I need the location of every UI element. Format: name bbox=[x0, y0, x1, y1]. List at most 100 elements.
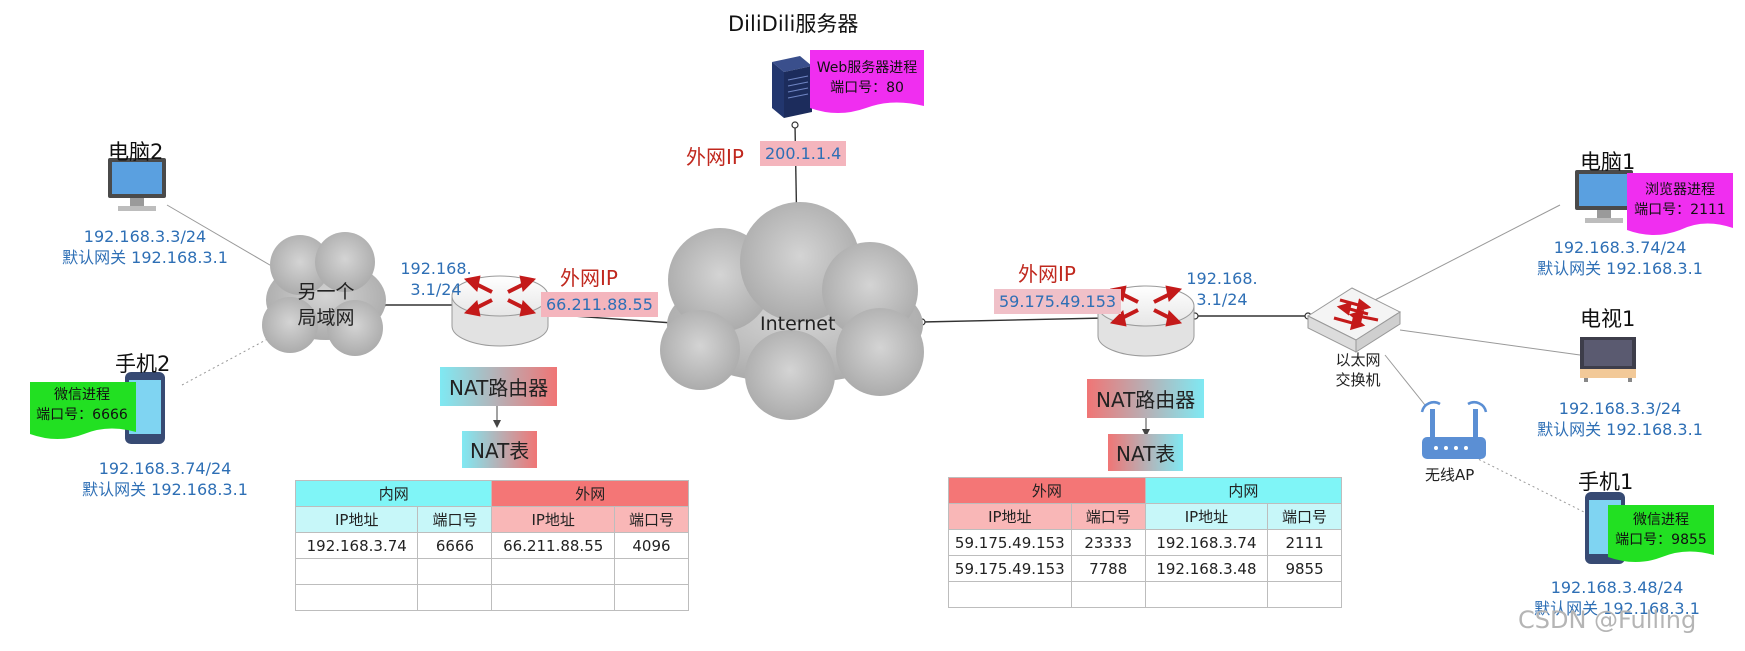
table-cell bbox=[1070, 581, 1146, 608]
right-table-col-lan-port: 端口号 bbox=[1267, 503, 1342, 530]
right-table-group-lan: 内网 bbox=[1144, 477, 1343, 504]
table-row: 192.168.3.74 6666 66.211.88.55 4096 bbox=[294, 532, 690, 559]
left-table-group-wan: 外网 bbox=[491, 480, 689, 507]
pc2-monitor-icon bbox=[108, 158, 166, 211]
server-process-port: 端口号：80 bbox=[830, 80, 904, 96]
table-cell: 59.175.49.153 bbox=[948, 529, 1072, 556]
phone1-ip: 192.168.3.48/24 bbox=[1550, 578, 1684, 597]
left-router-lan-ip: 192.168. 3.1/24 bbox=[396, 258, 476, 300]
pc1-addr: 192.168.3.74/24 默认网关 192.168.3.1 bbox=[1515, 237, 1725, 279]
phone1-process-callout-shape bbox=[1608, 505, 1714, 562]
wireless-ap-icon bbox=[1420, 401, 1488, 459]
right-router-lan-ip-line1: 192.168. bbox=[1186, 269, 1258, 288]
tv1-icon bbox=[1580, 337, 1636, 382]
server-process-callout-shape bbox=[810, 50, 924, 113]
server-title: DiliDili服务器 bbox=[728, 12, 859, 36]
table-row bbox=[294, 558, 690, 585]
pc2-title: 电脑2 bbox=[108, 140, 164, 164]
right-table-col-lan-ip: IP地址 bbox=[1144, 503, 1269, 530]
table-cell: 192.168.3.48 bbox=[1144, 555, 1269, 582]
phone2-process-callout: 微信进程 端口号：6666 bbox=[32, 385, 132, 425]
phone2-process-port: 端口号：6666 bbox=[36, 407, 128, 423]
table-row: 59.175.49.153 23333 192.168.3.74 2111 bbox=[948, 529, 1342, 556]
right-table-col-wan-port: 端口号 bbox=[1070, 503, 1146, 530]
switch-label-line1: 以太网 bbox=[1335, 351, 1381, 369]
pc1-monitor-icon bbox=[1575, 170, 1633, 223]
table-cell: 7788 bbox=[1070, 555, 1146, 582]
right-table-group-wan: 外网 bbox=[948, 477, 1146, 504]
tv1-ip: 192.168.3.3/24 bbox=[1558, 399, 1682, 418]
tv1-addr: 192.168.3.3/24 默认网关 192.168.3.1 bbox=[1515, 398, 1725, 440]
left-router-lan-ip-line1: 192.168. bbox=[400, 259, 472, 278]
left-router-icon bbox=[451, 275, 549, 347]
right-router-wan-ip: 59.175.49.153 bbox=[994, 289, 1122, 314]
phone1-process-port: 端口号：9855 bbox=[1615, 532, 1707, 548]
internet-cloud bbox=[660, 202, 924, 420]
table-cell bbox=[613, 584, 690, 611]
tv1-title: 电视1 bbox=[1580, 307, 1636, 331]
server-wan-ip: 200.1.1.4 bbox=[760, 141, 847, 166]
table-cell: 23333 bbox=[1070, 529, 1146, 556]
ap-label: 无线AP bbox=[1425, 466, 1475, 484]
table-row bbox=[948, 581, 1342, 608]
left-router-lan-ip-line2: 3.1/24 bbox=[410, 280, 462, 299]
right-router-lan-ip-line2: 3.1/24 bbox=[1196, 290, 1248, 309]
link-switch-ap bbox=[1384, 354, 1426, 406]
table-cell: 2111 bbox=[1267, 529, 1342, 556]
table-cell bbox=[417, 558, 493, 585]
table-cell bbox=[417, 584, 493, 611]
link-switch-pc1 bbox=[1374, 204, 1561, 301]
left-nat-table: 内网 外网 IP地址 端口号 IP地址 端口号 192.168.3.74 666… bbox=[294, 480, 690, 611]
left-table-col-wan-ip: IP地址 bbox=[491, 506, 615, 533]
ethernet-switch-icon bbox=[1306, 287, 1402, 353]
server-icon bbox=[772, 56, 812, 118]
link-pc2-cloud bbox=[166, 204, 276, 269]
switch-label: 以太网 交换机 bbox=[1318, 350, 1398, 390]
table-cell bbox=[491, 584, 615, 611]
table-cell bbox=[948, 581, 1072, 608]
lan-cloud-line2: 局域网 bbox=[297, 307, 355, 329]
table-cell: 9855 bbox=[1267, 555, 1342, 582]
right-router-lan-ip: 192.168. 3.1/24 bbox=[1182, 268, 1262, 310]
table-cell: 4096 bbox=[613, 532, 690, 559]
left-nat-table-label: NAT表 bbox=[462, 431, 538, 468]
table-cell: 192.168.3.74 bbox=[1144, 529, 1269, 556]
server-process-name: Web服务器进程 bbox=[816, 60, 918, 76]
internet-label: Internet bbox=[760, 313, 836, 335]
phone2-ip: 192.168.3.74/24 bbox=[98, 459, 232, 478]
table-row bbox=[294, 584, 690, 611]
table-cell: 66.211.88.55 bbox=[491, 532, 615, 559]
table-cell: 6666 bbox=[417, 532, 493, 559]
pc2-addr: 192.168.3.3/24 默认网关 192.168.3.1 bbox=[40, 226, 250, 268]
lan-cloud-line1: 另一个 bbox=[297, 281, 355, 303]
link-internet-right-router bbox=[921, 317, 1106, 323]
table-cell bbox=[1267, 581, 1342, 608]
left-router-wan-ip: 66.211.88.55 bbox=[541, 292, 658, 317]
phone1-addr: 192.168.3.48/24 默认网关 192.168.3.1 bbox=[1512, 577, 1722, 619]
switch-label-line2: 交换机 bbox=[1335, 371, 1381, 389]
pc1-process-name: 浏览器进程 bbox=[1645, 182, 1715, 198]
tv1-gateway: 默认网关 192.168.3.1 bbox=[1537, 420, 1703, 439]
phone2-addr: 192.168.3.74/24 默认网关 192.168.3.1 bbox=[50, 458, 280, 500]
table-cell: 59.175.49.153 bbox=[948, 555, 1072, 582]
lan-cloud-label: 另一个 局域网 bbox=[280, 279, 372, 331]
right-router-icon bbox=[1097, 285, 1195, 357]
right-nat-table-label: NAT表 bbox=[1108, 434, 1184, 471]
link-phone2-cloud bbox=[181, 334, 276, 386]
phone1-process-name: 微信进程 bbox=[1633, 512, 1689, 528]
pc1-process-port: 端口号：2111 bbox=[1634, 202, 1726, 218]
table-cell bbox=[613, 558, 690, 585]
left-nat-router-label: NAT路由器 bbox=[440, 367, 558, 406]
pc1-gateway: 默认网关 192.168.3.1 bbox=[1537, 259, 1703, 278]
phone2-process-name: 微信进程 bbox=[54, 387, 110, 403]
pc1-ip: 192.168.3.74/24 bbox=[1553, 238, 1687, 257]
lan-cloud bbox=[262, 232, 386, 356]
pc1-process-callout-shape bbox=[1627, 173, 1733, 235]
phone2-title: 手机2 bbox=[115, 352, 171, 376]
table-cell: 192.168.3.74 bbox=[294, 532, 419, 559]
pc2-ip: 192.168.3.3/24 bbox=[83, 227, 207, 246]
phone1-process-callout: 微信进程 端口号：9855 bbox=[1610, 510, 1712, 550]
left-table-col-wan-port: 端口号 bbox=[613, 506, 690, 533]
left-table-col-lan-ip: IP地址 bbox=[294, 506, 419, 533]
